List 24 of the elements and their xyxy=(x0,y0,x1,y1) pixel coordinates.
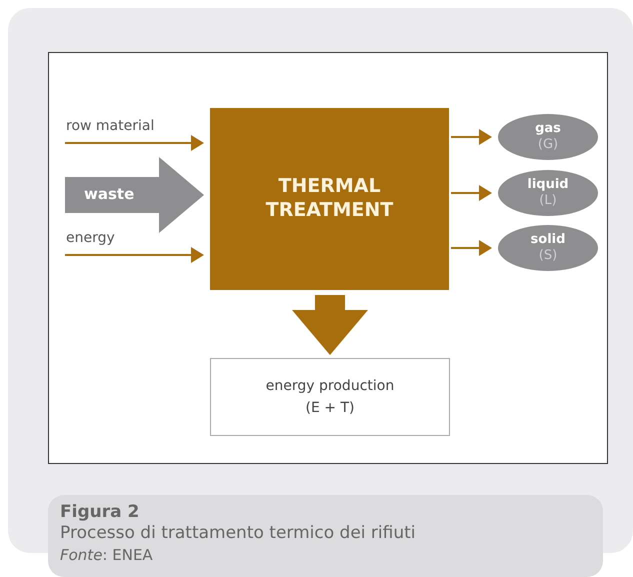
block-arrow xyxy=(292,295,368,355)
node-subtitle: (G) xyxy=(538,137,558,154)
figure-caption: Processo di trattamento termico dei rifiuti xyxy=(60,523,416,543)
arrow xyxy=(65,247,204,263)
node-title: THERMAL TREATMENT xyxy=(264,175,394,223)
source-note: Fonte: ENEA xyxy=(60,546,153,564)
output-box xyxy=(210,358,450,436)
node-title: solid xyxy=(530,232,566,248)
block-arrow xyxy=(65,157,204,233)
edge-label: waste xyxy=(84,185,134,203)
edge-label: row material xyxy=(66,118,154,134)
arrow xyxy=(65,135,204,151)
process-box xyxy=(210,108,449,290)
figure-title: Figura 2 xyxy=(60,502,140,522)
edge-label: energy xyxy=(66,230,115,246)
node-subtitle: (S) xyxy=(538,248,558,264)
node-title: liquid xyxy=(527,176,569,193)
node-title: gas xyxy=(535,120,561,137)
arrow xyxy=(451,129,492,145)
node-subtitle: (L) xyxy=(539,193,557,210)
arrow xyxy=(451,185,492,201)
arrow xyxy=(451,240,492,256)
node-title: energy production xyxy=(266,376,394,396)
node-subtitle: (E + T) xyxy=(306,399,354,418)
